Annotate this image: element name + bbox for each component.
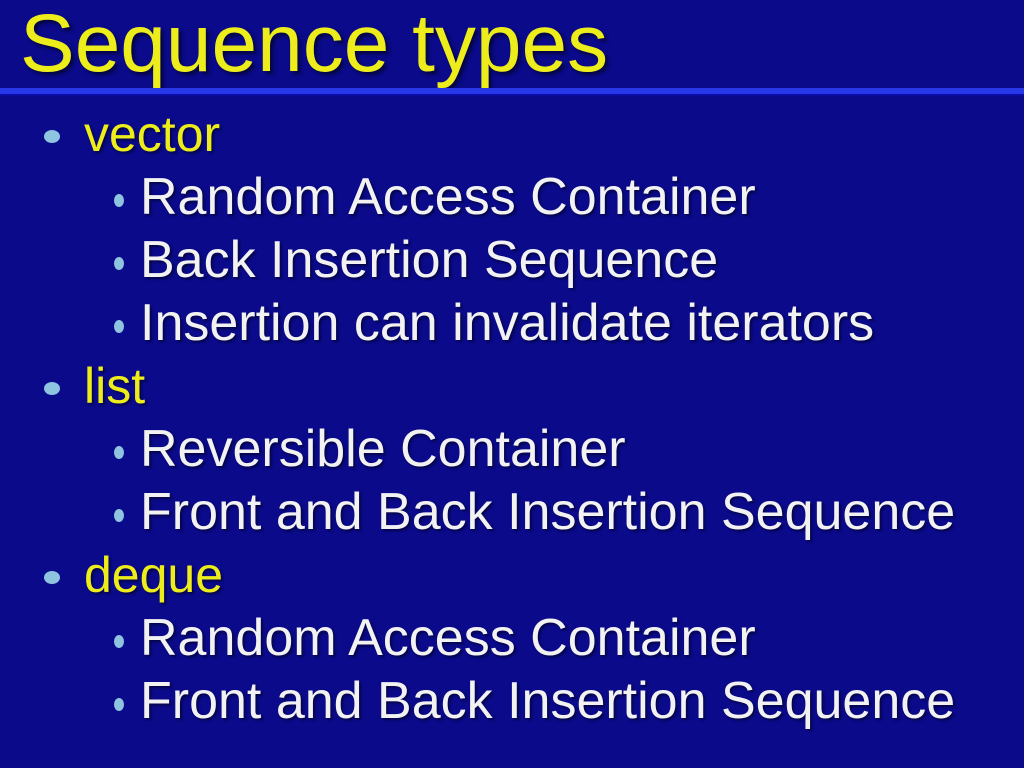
list-item: Back Insertion Sequence: [0, 229, 1024, 292]
bullet-icon: [44, 571, 60, 584]
list-item: Reversible Container: [0, 418, 1024, 481]
page-title: Sequence types: [20, 0, 609, 89]
list-item-label: Front and Back Insertion Sequence: [140, 483, 956, 541]
list-item-label: vector: [84, 106, 221, 162]
list-item-label: Random Access Container: [140, 168, 756, 226]
list-item-label: Reversible Container: [140, 420, 626, 478]
bullet-icon: [114, 320, 124, 333]
bullet-icon: [44, 130, 60, 143]
list-item: Random Access Container: [0, 166, 1024, 229]
list-item-label: list: [84, 358, 146, 414]
list-item-label: Insertion can invalidate iterators: [140, 294, 875, 352]
list-item: deque: [0, 544, 1024, 607]
bullet-icon: [114, 698, 124, 711]
list-item: list: [0, 355, 1024, 418]
title-underline: [0, 88, 1024, 96]
list-item-label: deque: [84, 547, 224, 603]
list-item: Front and Back Insertion Sequence: [0, 670, 1024, 733]
list-item-label: Back Insertion Sequence: [140, 231, 719, 289]
bullet-icon: [114, 635, 124, 648]
list-item: vector: [0, 103, 1024, 166]
bullet-icon: [114, 509, 124, 522]
list-item-label: Front and Back Insertion Sequence: [140, 672, 956, 730]
list-item: Insertion can invalidate iterators: [0, 292, 1024, 355]
bullet-icon: [114, 194, 124, 207]
list-item: Front and Back Insertion Sequence: [0, 481, 1024, 544]
list-item: Random Access Container: [0, 607, 1024, 670]
list-item-label: Random Access Container: [140, 609, 756, 667]
bullet-icon: [114, 446, 124, 459]
bullet-icon: [114, 257, 124, 270]
bullet-icon: [44, 382, 60, 395]
